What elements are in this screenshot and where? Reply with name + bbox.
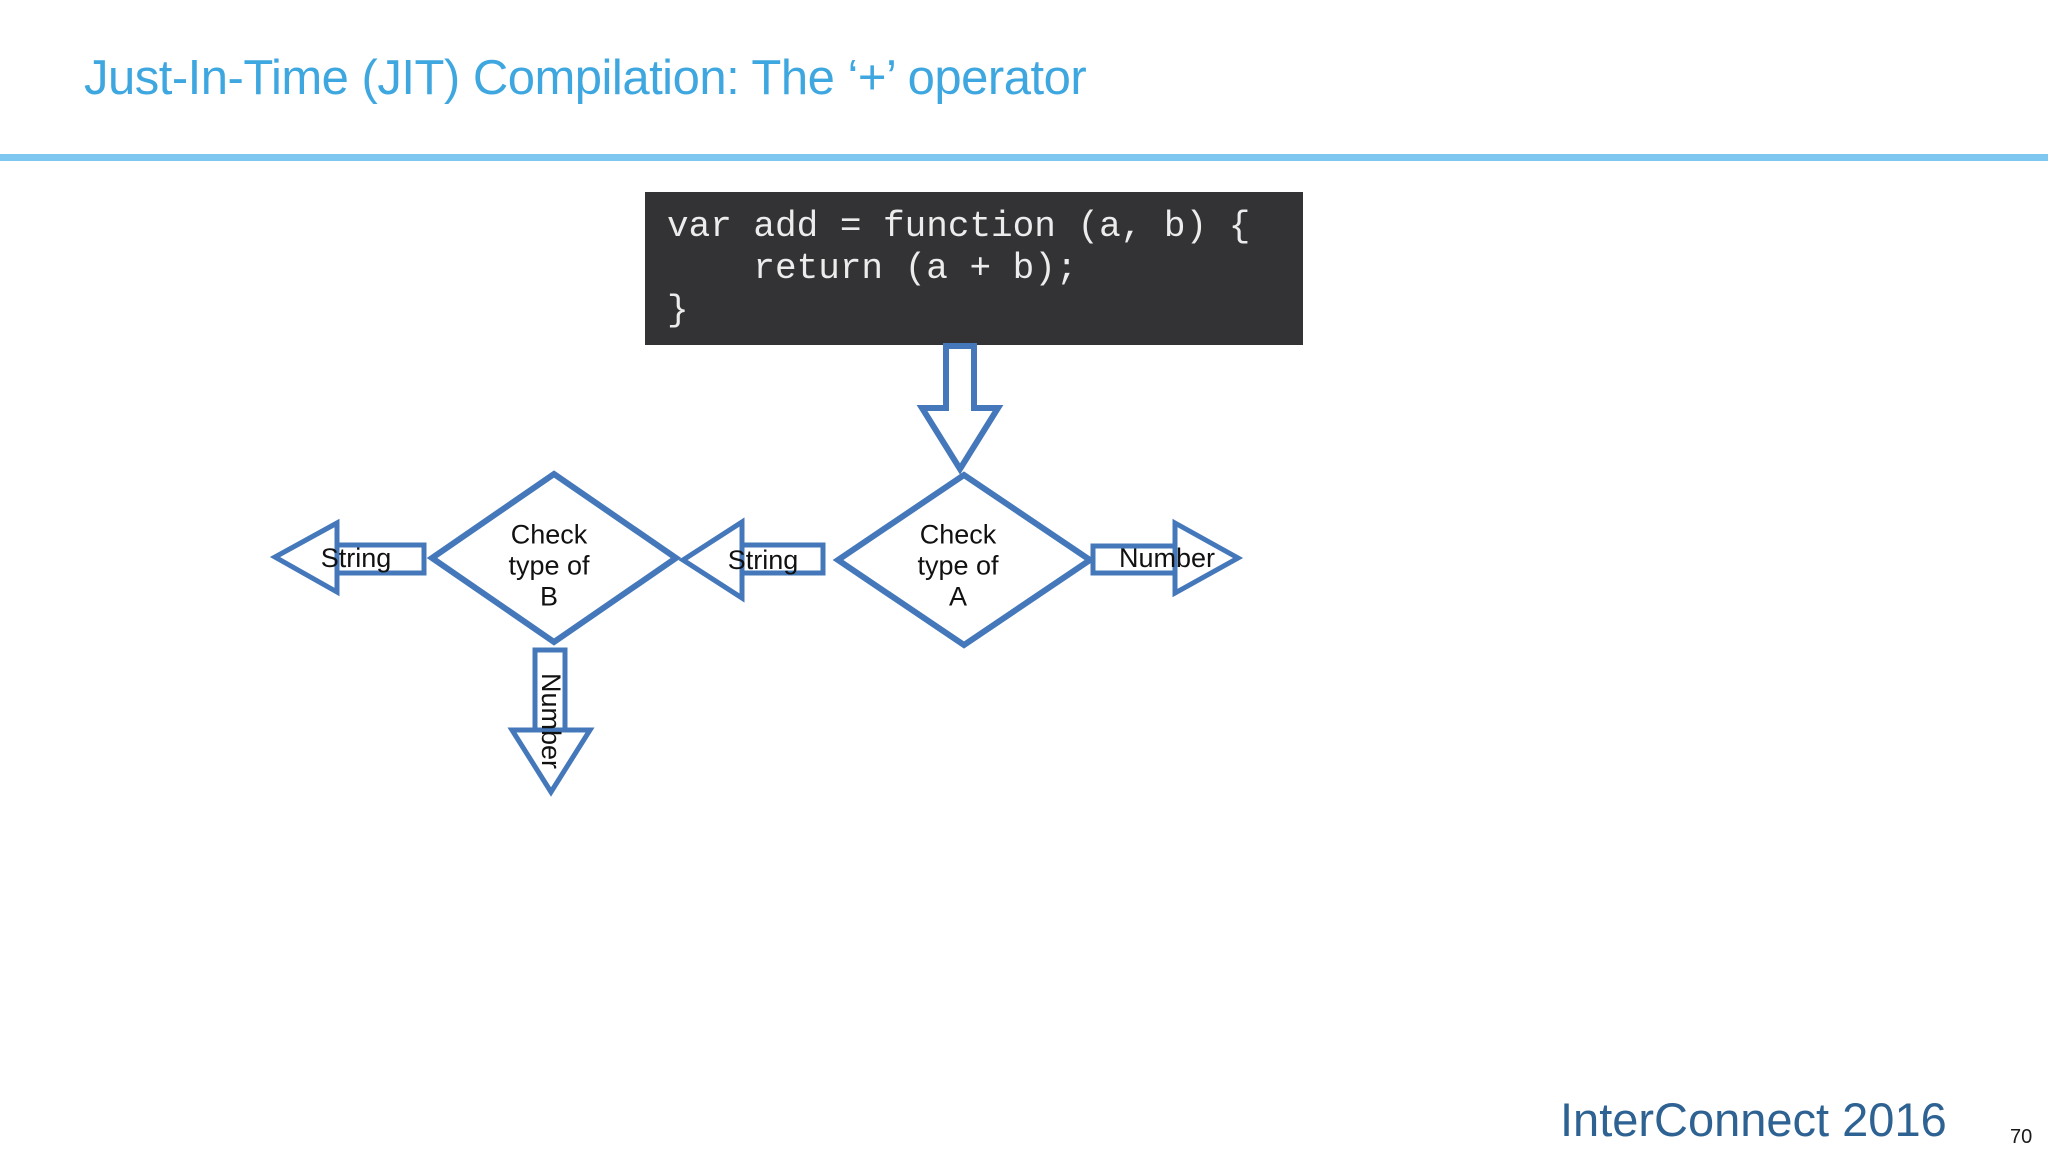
arrow-string-from-b-icon [269, 518, 427, 597]
code-block: var add = function (a, b) { return (a + … [645, 192, 1303, 345]
diamond-a-label: Check type of A [917, 519, 999, 612]
arrow-number-from-a-icon [1090, 518, 1244, 598]
footer-brand: InterConnect 2016 [1560, 1093, 1947, 1146]
string-from-a-label: String [727, 545, 799, 575]
page-title: Just-In-Time (JIT) Compilation: The ‘+’ … [84, 51, 1087, 105]
arrow-number-from-b-icon [507, 647, 595, 797]
number-from-a-label: Number [1118, 543, 1216, 573]
code-line: var add = function (a, b) { [667, 206, 1251, 247]
number-from-b-label: Number [536, 672, 566, 770]
arrow-string-from-a-icon [678, 517, 826, 603]
diamond-b-label: Check type of B [508, 519, 590, 612]
code-line: return (a + b); [667, 248, 1078, 289]
code-line: } [667, 290, 689, 331]
title-underline [0, 154, 2048, 161]
page-number: 70 [2010, 1126, 2033, 1148]
diamond-check-type-a [832, 471, 1096, 649]
entry-down-arrow-icon [916, 343, 1004, 475]
string-from-b-label: String [320, 543, 392, 573]
diamond-check-type-b [426, 470, 682, 646]
